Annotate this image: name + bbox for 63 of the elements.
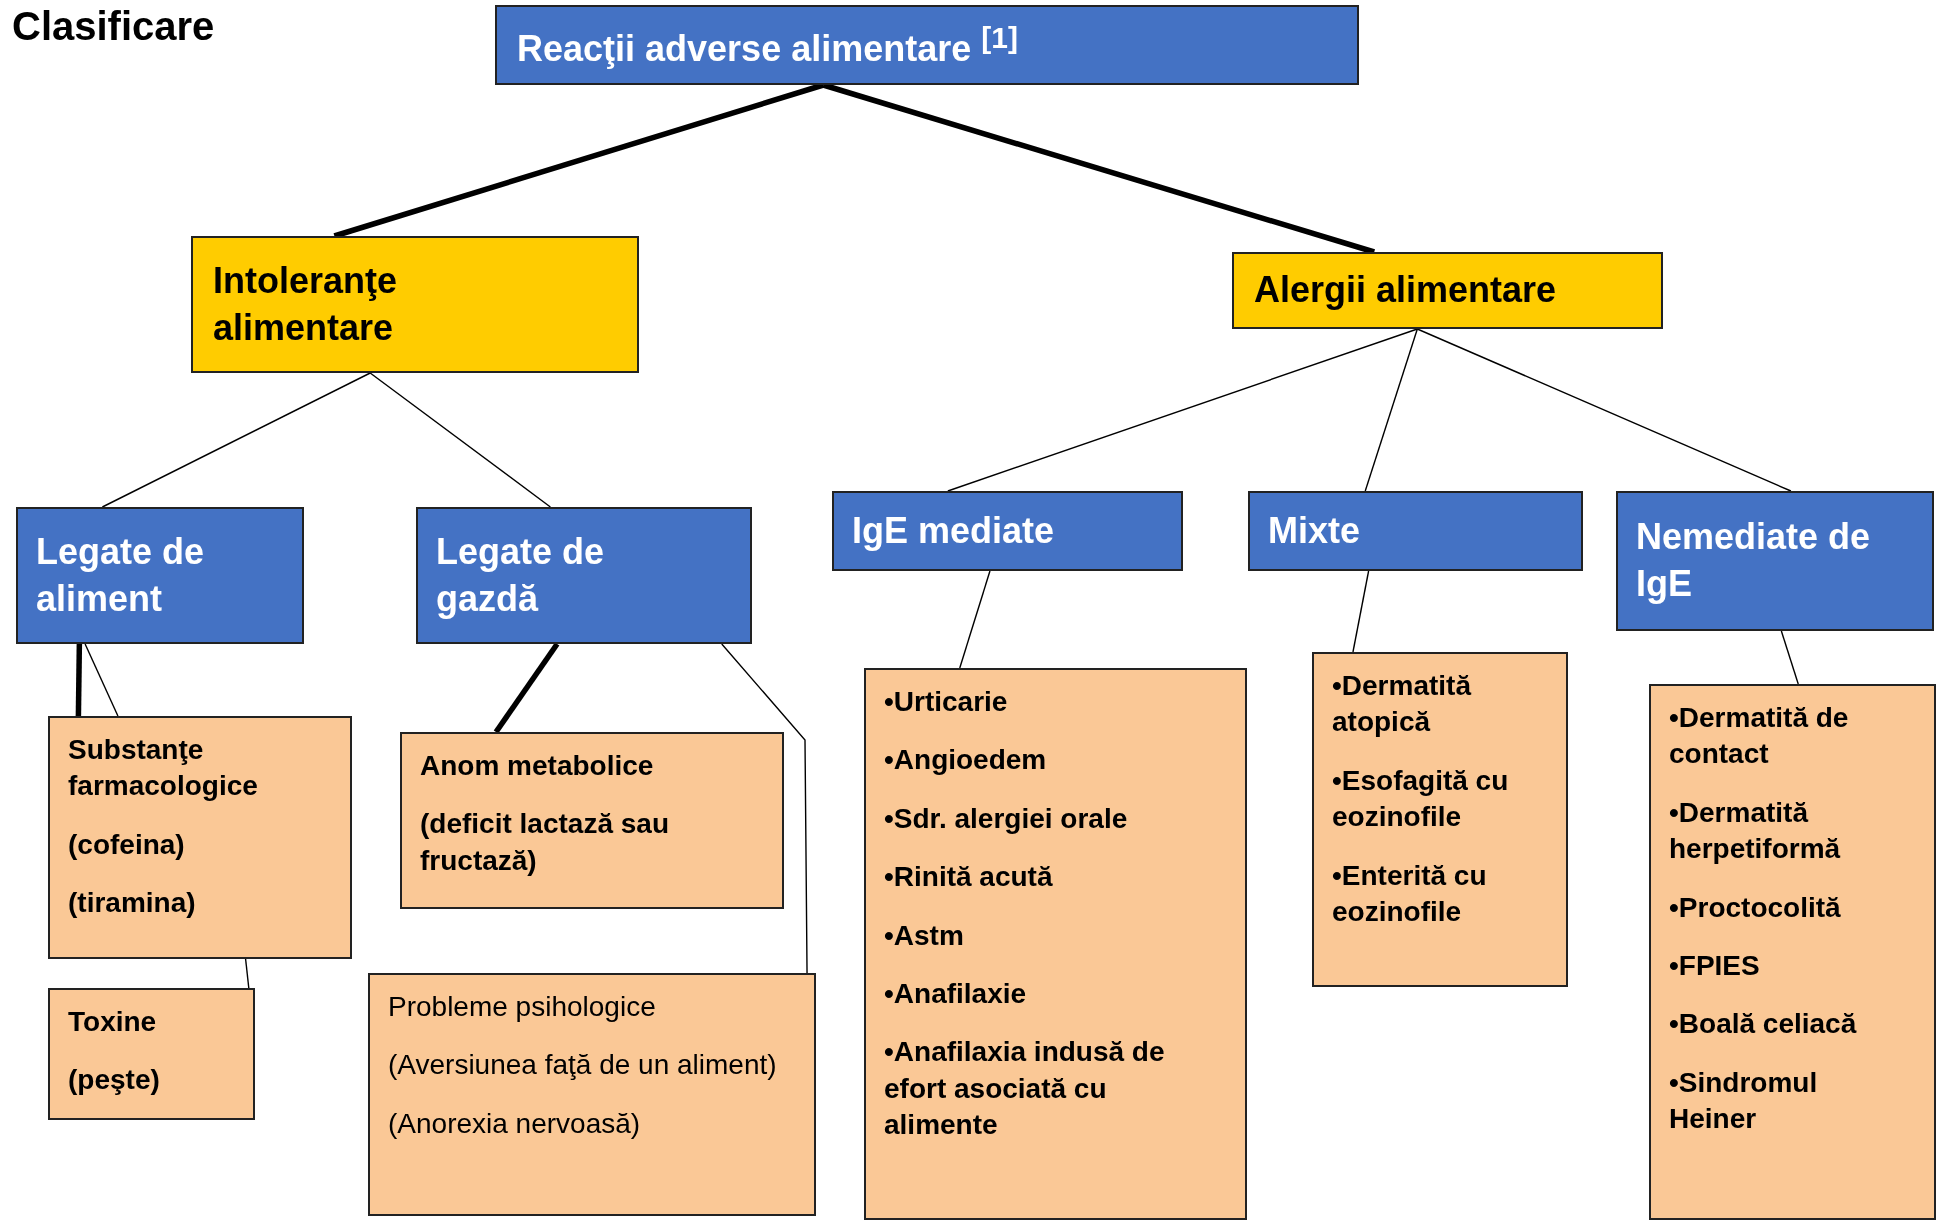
list-item: •Urticarie (884, 685, 1009, 719)
connector-line (1364, 328, 1419, 492)
category-label: Mixte (1268, 508, 1362, 553)
category-box (16, 507, 304, 644)
connector-line (369, 372, 552, 508)
list-item: •Anafilaxie (884, 976, 1028, 1011)
category-label: Legate de aliment (36, 529, 206, 621)
category-box (1616, 491, 1934, 631)
list-item: Anom metabolice (420, 749, 655, 783)
list-item: •Angioedem (884, 743, 1048, 778)
category-box (495, 5, 1359, 85)
list-box (1649, 684, 1936, 1220)
list-item: •Sindromul Heiner (1669, 1065, 1819, 1137)
list-item: Probleme psihologice (388, 990, 657, 1024)
category-label: Legate de gazdă (436, 529, 606, 621)
list-item: •Dermatită herpetiformă (1669, 795, 1842, 867)
list-item: •Esofagită cu eozinofile (1332, 763, 1510, 835)
category-box (1232, 252, 1663, 329)
list-item: •Astm (884, 918, 965, 953)
list-box (864, 668, 1247, 1220)
connector-line (101, 372, 371, 508)
list-item: •Anafilaxia indusă de efort asociată cu alimente (884, 1035, 1166, 1143)
list-box (48, 988, 255, 1120)
list-item: (Anorexia nervoasă) (388, 1106, 642, 1141)
category-label: Alergii alimentare (1254, 268, 1558, 313)
connector-line (84, 643, 119, 717)
list-box (1312, 652, 1568, 987)
list-item: (Aversiunea faţă de un aliment) (388, 1048, 778, 1083)
slide-title: Clasificare (12, 4, 215, 49)
connector-line (1416, 328, 1792, 492)
list-item: •Dermatită atopică (1332, 669, 1473, 740)
connector-line (1352, 570, 1370, 653)
list-item: •FPIES (1669, 948, 1761, 983)
list-item: •Dermatită de contact (1669, 701, 1850, 772)
list-item: (tiramina) (68, 886, 197, 921)
category-box (832, 491, 1183, 571)
list-item: •Boală celiacă (1669, 1007, 1858, 1042)
list-item: •Enterită cu eozinofile (1332, 858, 1488, 929)
list-box (48, 716, 352, 959)
connector-line (721, 643, 808, 974)
list-item: •Sdr. alergiei orale (884, 801, 1129, 836)
connector-line (1780, 630, 1799, 685)
category-label: IgE mediate (852, 508, 1056, 553)
list-item: (deficit lactază sau fructază) (420, 807, 670, 878)
connector-line (947, 328, 1419, 492)
connector-line (493, 642, 560, 734)
connector-line (75, 643, 83, 717)
list-box (400, 732, 784, 909)
category-box (1248, 491, 1583, 571)
connector-line (959, 570, 991, 669)
category-label: Intoleranţe alimentare (213, 258, 399, 350)
list-item: Toxine (68, 1005, 158, 1039)
list-item: (peşte) (68, 1063, 161, 1098)
category-label: Reacţii adverse alimentare $^{[1]}$ (517, 19, 1019, 71)
list-item: •Proctocolită (1669, 890, 1842, 925)
list-item: •Rinită acută (884, 860, 1054, 895)
connector-line (244, 958, 250, 989)
list-box (368, 973, 816, 1216)
list-item: Substanţe farmacologice (68, 733, 259, 804)
category-box (191, 236, 639, 373)
category-box (416, 507, 752, 644)
category-label: Nemediate de IgE (1636, 515, 1872, 606)
list-item: (cofeina) (68, 827, 186, 862)
